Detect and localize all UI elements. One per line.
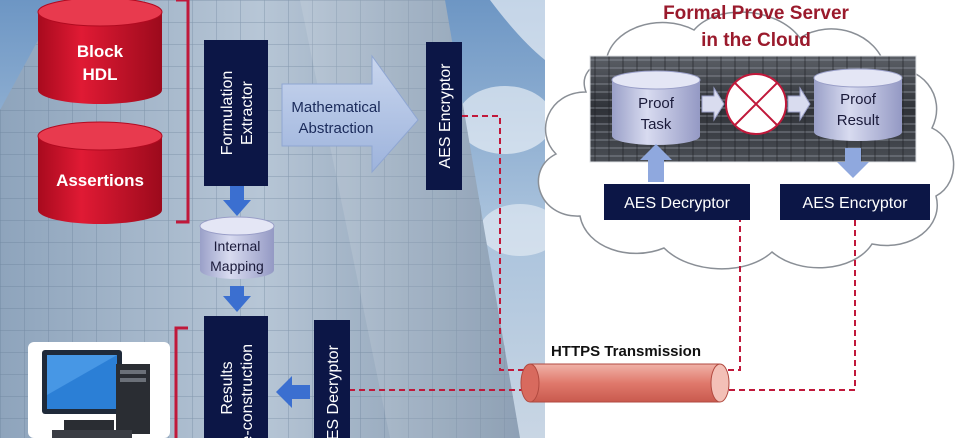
proof-result-label-line2: Result (837, 112, 880, 129)
computer-icon (28, 342, 170, 438)
cloud-title-line1: Formal Prove Server (663, 3, 849, 24)
assertions-cylinder: Assertions (37, 121, 163, 224)
aes-decryptor-left-label: AES Decryptor (325, 344, 342, 438)
proof-result-label-line1: Proof (840, 91, 877, 108)
aes-decryptor-box-cloud: AES Decryptor (604, 184, 750, 220)
aes-decryptor-box-left: AES Decryptor (314, 320, 350, 438)
dashed-connectors (350, 115, 856, 391)
assertions-label: Assertions (56, 171, 144, 190)
aes-encryptor-cloud-label: AES Encryptor (803, 195, 909, 212)
aes-encryptor-box-left: AES Encryptor (426, 42, 462, 190)
arrow-extractor-to-mapping (223, 186, 251, 216)
block-hdl-label-line2: HDL (83, 65, 118, 84)
dashed-line-cloud-encryptor-to-decryptor (350, 220, 856, 391)
internal-mapping-cylinder: Internal Mapping (199, 216, 275, 279)
mathematical-abstraction-label-line1: Mathematical (291, 99, 380, 116)
arrow-decryptor-to-results (276, 376, 310, 408)
arrow-result-to-encryptor (837, 148, 869, 178)
proof-task-cylinder: Proof Task (611, 70, 701, 145)
block-hdl-label-line1: Block (77, 42, 124, 61)
mathematical-abstraction-arrow: Mathematical Abstraction (281, 54, 419, 174)
formulation-extractor-label-line1: Formulation (219, 71, 236, 155)
internal-mapping-label-line2: Mapping (210, 258, 264, 274)
results-reconstruction-label-line1: Results (219, 361, 236, 414)
dashed-line-tube-to-cloud-decryptor (728, 220, 741, 371)
https-transmission-label: HTTPS Transmission (551, 343, 701, 360)
results-reconstruction-label-line2: Re-construction (239, 344, 256, 438)
arrow-task-to-solver (701, 86, 725, 122)
mathematical-abstraction-label-line2: Abstraction (298, 120, 373, 137)
aes-decryptor-cloud-label: AES Decryptor (624, 195, 730, 212)
formulation-extractor-label-line2: Extractor (239, 80, 256, 145)
proof-result-cylinder: Proof Result (813, 68, 903, 141)
arrow-mapping-to-results (223, 286, 251, 312)
solver-cross-icon (725, 73, 787, 135)
proof-task-label-line1: Proof (638, 95, 675, 112)
arrow-solver-to-result (787, 86, 811, 122)
input-bracket (176, 0, 190, 224)
formulation-extractor-box: Formulation Extractor (204, 40, 268, 186)
aes-encryptor-left-label: AES Encryptor (437, 63, 454, 169)
block-hdl-cylinder: Block HDL (37, 0, 163, 104)
output-bracket (174, 326, 188, 438)
results-reconstruction-box: Results Re-construction (204, 316, 268, 438)
aes-encryptor-box-cloud: AES Encryptor (780, 184, 930, 220)
https-transmission-tube (520, 363, 730, 403)
cloud-title-line2: in the Cloud (701, 30, 811, 51)
internal-mapping-label-line1: Internal (214, 238, 261, 254)
arrow-decryptor-to-task (640, 144, 672, 182)
proof-task-label-line2: Task (641, 116, 672, 133)
dashed-line-encryptor-to-tube (462, 115, 526, 371)
